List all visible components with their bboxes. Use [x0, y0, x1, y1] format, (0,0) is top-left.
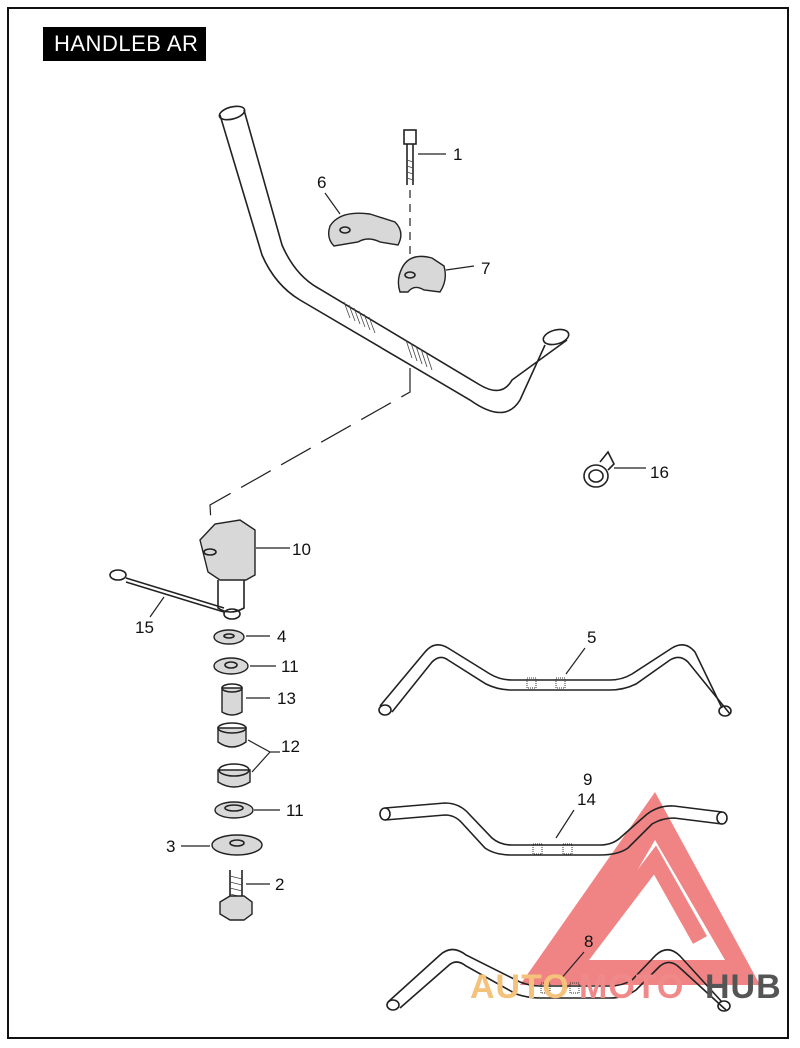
- callout-11-lower: 11: [286, 801, 304, 820]
- main-handlebar-knurl-left: [343, 301, 376, 334]
- part-12-bushings: [217, 722, 280, 788]
- watermark-inner-stroke: [553, 845, 707, 990]
- handlebar-8-knurl-left: [540, 982, 551, 994]
- main-handlebar-left-end: [218, 105, 246, 121]
- watermark-triangle: [520, 792, 760, 985]
- handlebar-8-knurl-right: [569, 982, 580, 994]
- page-frame: [7, 7, 789, 1039]
- main-handlebar-right-end: [542, 328, 570, 346]
- callout-9: 9: [583, 770, 592, 789]
- handlebar-5-knurl-left: [526, 677, 537, 689]
- callout-11-upper: 11: [281, 657, 299, 676]
- main-handlebar-knurl-right: [405, 339, 433, 371]
- main-handlebar-outline: [219, 114, 546, 414]
- part-2-bolt: [219, 870, 270, 921]
- main-handlebar: [209, 105, 570, 541]
- callout-15: 15: [135, 618, 154, 637]
- part-15-ground-strap: [109, 569, 241, 620]
- callout-12: 12: [281, 737, 300, 756]
- callout-6: 6: [317, 173, 326, 192]
- handlebar-9-knurl-left: [532, 843, 543, 855]
- part-16-clip: [583, 450, 646, 488]
- handlebar-variant-9-14: [379, 802, 728, 856]
- part-11-bushing-lower: [214, 801, 280, 819]
- part-3-washer: [181, 834, 263, 856]
- main-handlebar-outline-inner: [243, 109, 568, 392]
- callout-16: 16: [650, 463, 669, 482]
- watermark-text-hub: HUB: [705, 968, 782, 1006]
- callout-1: 1: [453, 145, 462, 164]
- callout-3: 3: [166, 837, 175, 856]
- handlebar-variant-5: [378, 644, 732, 717]
- callout-14: 14: [577, 790, 596, 809]
- part-1-bolt: [403, 129, 446, 260]
- assembly-centerline: [209, 368, 411, 541]
- watermark-text: AUTO MOTO HUB: [470, 968, 782, 1006]
- watermark-logo: [520, 792, 760, 990]
- callout-4: 4: [277, 627, 286, 646]
- handlebar-9-knurl-right: [562, 843, 573, 855]
- page-title: HANDLEB AR: [43, 27, 206, 61]
- part-4-washer: [213, 629, 270, 645]
- callout-8: 8: [584, 932, 593, 951]
- part-11-bushing-upper: [213, 657, 276, 675]
- callout-7: 7: [481, 259, 490, 278]
- watermark-text-auto: AUTO: [470, 968, 570, 1006]
- callout-2: 2: [275, 875, 284, 894]
- handlebar-variant-8: [386, 948, 731, 1012]
- part-7-lower-clamp: [397, 255, 475, 293]
- part-13-sleeve: [221, 683, 270, 716]
- watermark-text-moto: MOTO: [579, 968, 684, 1006]
- callout-labels: 1 6 7 16 10 15 4 11 13 12 11 3 2 5 9 14 …: [135, 145, 669, 951]
- part-10-riser: [199, 519, 290, 613]
- handlebar-5-knurl-right: [555, 677, 566, 689]
- part-6-upper-clamp: [324, 192, 402, 247]
- callout-5: 5: [587, 628, 596, 647]
- callout-10: 10: [292, 540, 311, 559]
- callout-13: 13: [277, 689, 296, 708]
